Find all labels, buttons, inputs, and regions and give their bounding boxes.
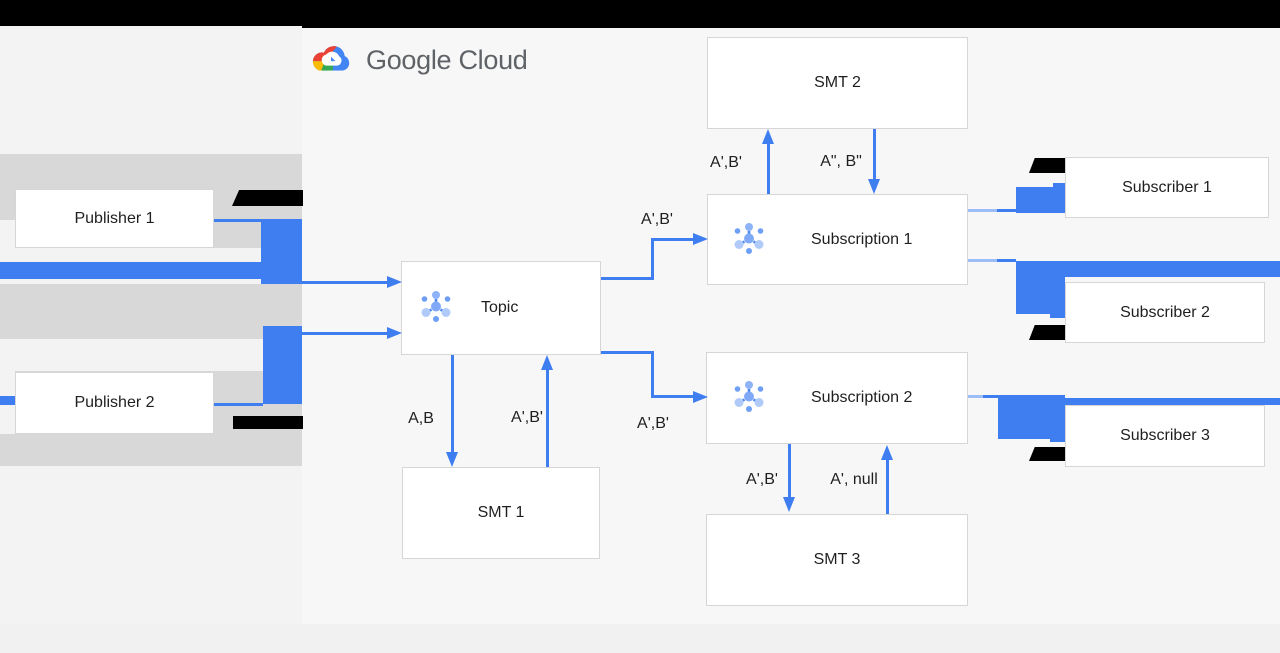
subscription-2-label: Subscription 2 xyxy=(811,389,913,406)
edge-label-smt3-to-subscription2: A', null xyxy=(830,471,878,488)
arrow-topic-to-subscription1-seg3 xyxy=(651,238,693,241)
subscriber-3-label: Subscriber 3 xyxy=(1120,427,1210,444)
arrow-smt1-to-topic xyxy=(546,368,549,467)
arrowhead-publisher1-to-topic xyxy=(387,276,402,288)
blue-line-publisher2 xyxy=(214,403,263,406)
black-redaction-subscriber2 xyxy=(1029,325,1065,340)
arrow-subscription2-to-smt3 xyxy=(788,444,791,499)
arrow-topic-to-subscription2-seg1 xyxy=(601,351,654,354)
subscriber-3-node: Subscriber 3 xyxy=(1065,405,1265,467)
blue-stub-left-edge xyxy=(0,396,15,405)
pubsub-icon xyxy=(421,291,451,322)
smt-3-label: SMT 3 xyxy=(813,551,861,568)
arrowhead-subscription2-to-smt3 xyxy=(783,497,795,512)
publisher-2-label: Publisher 2 xyxy=(74,394,155,411)
arrowhead-topic-to-subscription2 xyxy=(693,391,708,403)
subscriber-1-label: Subscriber 1 xyxy=(1122,178,1212,196)
edge-label-topic-to-smt1: A,B xyxy=(408,410,434,427)
connector-subscription1-subscriber2 xyxy=(997,259,1016,262)
arrowhead-subscription1-to-smt2 xyxy=(762,129,774,144)
arrow-topic-to-subscription1-seg1 xyxy=(601,277,654,280)
edge-label-topic-to-subscription1: A',B' xyxy=(641,211,673,228)
topic-label: Topic xyxy=(481,299,519,316)
subscriber-1-node: Subscriber 1 xyxy=(1065,157,1269,218)
arrow-topic-to-subscription2-seg2 xyxy=(651,351,654,397)
blue-redaction-subscriber3-band xyxy=(998,398,1280,405)
arrow-subscription1-to-smt2 xyxy=(767,142,770,194)
edge-label-subscription2-to-smt3: A',B' xyxy=(746,471,778,488)
arrow-smt3-to-subscription2 xyxy=(886,458,889,514)
connector-subscription1-subscriber1-light xyxy=(968,209,997,212)
google-cloud-logo-icon xyxy=(312,46,350,71)
black-redaction-subscriber3 xyxy=(1029,447,1065,461)
blue-block-publisher2 xyxy=(263,326,302,404)
edge-label-topic-to-subscription2: A',B' xyxy=(637,415,669,432)
subscription-1-node: Subscription 1 xyxy=(707,194,968,285)
arrow-publisher1-to-topic xyxy=(302,281,387,284)
arrowhead-smt2-to-subscription1 xyxy=(868,179,880,194)
bottom-strip xyxy=(0,624,1280,653)
pubsub-icon xyxy=(734,381,764,412)
arrow-topic-to-smt1 xyxy=(451,355,454,455)
connector-subscription1-subscriber2-light xyxy=(968,259,997,262)
connector-subscription1-subscriber1 xyxy=(997,209,1016,212)
blue-redaction-subscriber2-step xyxy=(1050,314,1065,318)
blue-redaction-subscriber1-step xyxy=(1053,183,1065,188)
smt-2-node: SMT 2 xyxy=(707,37,968,129)
blue-line-publisher1 xyxy=(214,219,302,222)
arrowhead-smt1-to-topic xyxy=(541,355,553,370)
gray-stripe-2 xyxy=(0,284,302,339)
black-redaction-publisher1 xyxy=(232,190,303,206)
arrow-topic-to-subscription2-seg3 xyxy=(651,395,693,398)
blue-redaction-subscriber1 xyxy=(1016,187,1065,213)
arrow-topic-to-subscription1-seg2 xyxy=(651,238,654,280)
google-cloud-logo-text: Google Cloud xyxy=(366,45,528,75)
publisher-1-label: Publisher 1 xyxy=(74,209,155,227)
google-cloud-logo: Google Cloud xyxy=(310,44,540,77)
smt-2-label: SMT 2 xyxy=(814,74,861,91)
black-redaction-subscriber1 xyxy=(1029,158,1065,173)
smt-3-node: SMT 3 xyxy=(706,514,968,606)
arrow-publisher2-to-topic xyxy=(302,332,387,335)
blue-band-publisher1 xyxy=(0,262,302,279)
black-redaction-publisher2 xyxy=(233,416,303,429)
edge-label-subscription1-to-smt2: A',B' xyxy=(710,154,742,171)
publisher-2-node: Publisher 2 xyxy=(15,372,214,434)
top-black-bar-right xyxy=(302,0,1280,28)
smt-1-node: SMT 1 xyxy=(402,467,600,559)
blue-redaction-subscriber2-band xyxy=(1016,261,1280,277)
edge-label-smt1-to-topic: A',B' xyxy=(511,409,543,426)
subscription-1-label: Subscription 1 xyxy=(811,230,913,248)
pubsub-icon xyxy=(734,222,764,254)
smt-1-label: SMT 1 xyxy=(477,504,525,521)
arrowhead-publisher2-to-topic xyxy=(387,327,402,339)
subscriber-2-node: Subscriber 2 xyxy=(1065,282,1265,343)
arrowhead-topic-to-smt1 xyxy=(446,452,458,467)
subscription-2-node: Subscription 2 xyxy=(706,352,968,444)
arrowhead-topic-to-subscription1 xyxy=(693,233,708,245)
arrowhead-smt3-to-subscription2 xyxy=(881,445,893,460)
connector-subscription2-subscriber3-light xyxy=(968,395,983,398)
subscriber-2-label: Subscriber 2 xyxy=(1120,303,1210,321)
topic-node: Topic xyxy=(401,261,601,355)
edge-label-smt2-to-subscription1: A", B" xyxy=(820,153,862,170)
blue-redaction-subscriber3-step xyxy=(1050,439,1065,442)
arrow-smt2-to-subscription1 xyxy=(873,129,876,181)
connector-subscription2-subscriber3 xyxy=(983,395,998,398)
publisher-1-node: Publisher 1 xyxy=(15,189,214,248)
